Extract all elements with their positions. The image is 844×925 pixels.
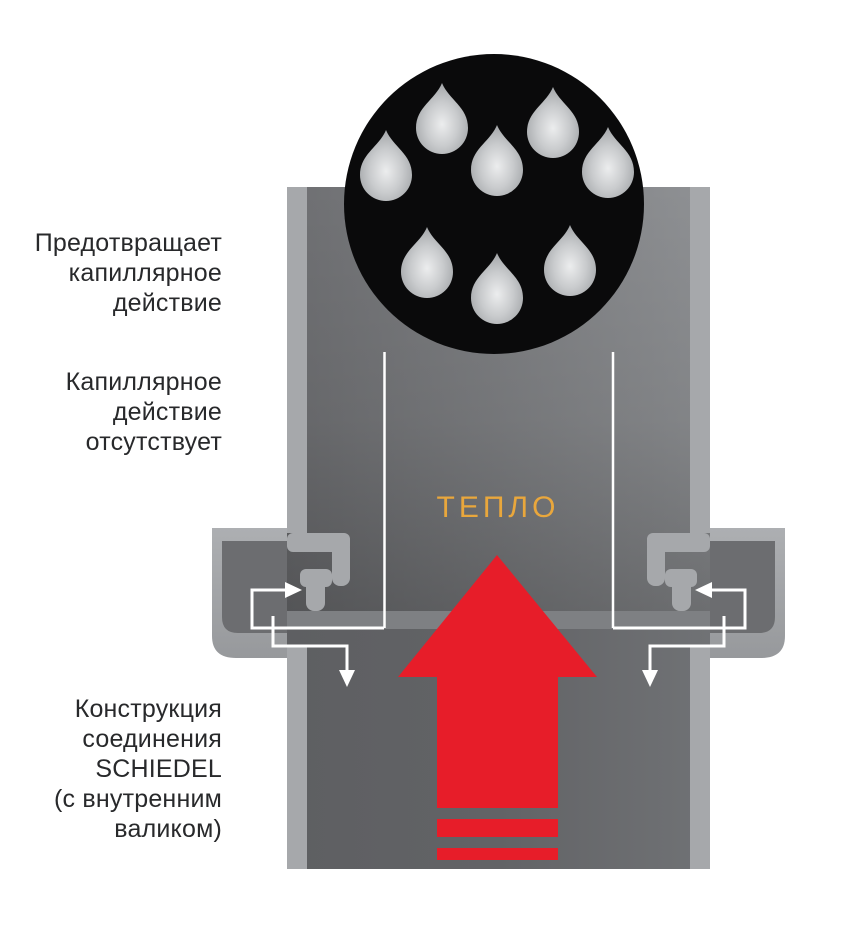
label-line: отсутствует <box>85 428 222 456</box>
heat-arrow <box>398 555 597 860</box>
flow-paths <box>250 588 747 671</box>
inner-bead-right <box>647 533 710 611</box>
label-line: валиком) <box>114 815 222 843</box>
heat-label: ТЕПЛО <box>437 491 560 524</box>
flow-path-right-lower <box>648 616 726 671</box>
lower-pipe-left-edge <box>287 645 307 869</box>
label-line: Конструкция <box>74 695 222 723</box>
label-line: действие <box>112 289 222 317</box>
socket-cavity-right <box>710 541 775 633</box>
label-line: соединения <box>82 725 222 753</box>
inner-bead-left <box>287 533 350 611</box>
arrowhead-right-icon <box>285 582 302 598</box>
label-line: капиллярное <box>68 259 222 287</box>
label-no-capillary: Капиллярное действие отсутствует <box>66 367 222 457</box>
socket-collar-right <box>710 528 785 658</box>
label-line: Предотвращает <box>34 229 222 257</box>
lower-pipe-right-edge <box>690 645 710 869</box>
flow-arrowheads <box>285 582 712 687</box>
label-line: Капиллярное <box>65 368 222 396</box>
flow-path-left-lower <box>271 616 349 671</box>
arrowhead-down-icon <box>339 670 355 687</box>
label-line: (с внутренним <box>54 785 222 813</box>
label-prevent-capillary: Предотвращает капиллярное действие <box>35 228 222 318</box>
socket-collar-left <box>212 528 287 658</box>
arrowhead-left-icon <box>695 582 712 598</box>
upper-pipe-right-edge <box>690 187 710 533</box>
socket-cavity-left <box>222 541 287 633</box>
flow-path-left-upper <box>250 588 384 630</box>
arrowhead-down-icon <box>642 670 658 687</box>
label-line: действие <box>112 398 222 426</box>
condensate-circle <box>344 54 644 354</box>
label-joint-construction: Конструкция соединения SCHIEDEL (с внутр… <box>54 694 222 844</box>
upper-pipe-left-edge <box>287 187 307 533</box>
flow-path-right-upper <box>613 588 747 630</box>
label-line: SCHIEDEL <box>95 755 222 783</box>
inner-channel-lines <box>383 352 615 628</box>
